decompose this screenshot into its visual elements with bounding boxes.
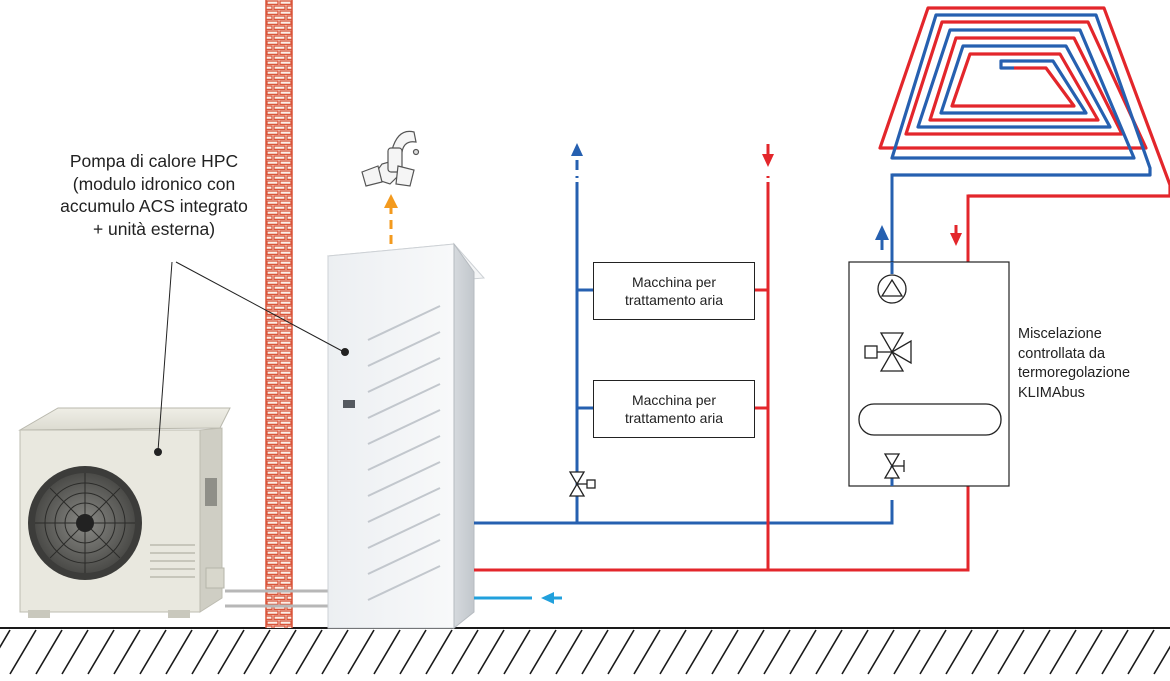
heat-pump-label-line: + unità esterna) bbox=[92, 218, 216, 239]
mixing-control-label-line: controllata da bbox=[1018, 345, 1106, 362]
faucet-icon bbox=[361, 130, 420, 187]
indoor-hydronic-module bbox=[326, 242, 486, 630]
mixing-control-label-line: Miscelazione bbox=[1018, 326, 1102, 342]
brick-wall bbox=[265, 0, 293, 628]
hot-return-arrow bbox=[762, 144, 962, 246]
mixing-control-label: Miscelazione controllata da termoregolaz… bbox=[1018, 325, 1168, 403]
mixing-station bbox=[848, 261, 1010, 487]
pump-icon bbox=[877, 274, 907, 304]
shutoff-valve-icon bbox=[883, 453, 905, 479]
refrigerant-pipes bbox=[225, 589, 335, 608]
mixing-control-label-line: termoregolazione bbox=[1018, 365, 1131, 381]
heat-pump-label: Pompa di calore HPC (modulo idronico con… bbox=[36, 150, 272, 240]
outdoor-unit bbox=[18, 407, 231, 618]
shutoff-valve-icon bbox=[568, 471, 596, 497]
hpc-leader-lines bbox=[154, 261, 349, 456]
heat-pump-label-line: Pompa di calore HPC bbox=[69, 151, 239, 171]
three-way-valve-icon bbox=[864, 332, 912, 372]
cold-water-inlet bbox=[474, 592, 562, 604]
air-handling-unit-label: Macchina per bbox=[631, 392, 717, 408]
air-handling-unit-label: trattamento aria bbox=[624, 292, 724, 308]
air-handling-unit-label: Macchina per bbox=[631, 274, 717, 290]
air-handling-unit-label: trattamento aria bbox=[624, 410, 724, 426]
dhw-outlet bbox=[384, 194, 398, 244]
air-handling-unit-1: Macchina per trattamento aria bbox=[593, 262, 755, 320]
mixing-control-label-line: KLIMAbus bbox=[1018, 384, 1085, 401]
buffer-tank bbox=[858, 403, 1002, 436]
cold-supply-arrow bbox=[571, 143, 889, 250]
ground bbox=[0, 627, 1170, 675]
floor-heating-coil bbox=[878, 6, 1170, 198]
heat-pump-label-line: accumulo ACS integrato bbox=[60, 196, 248, 216]
air-handling-unit-2: Macchina per trattamento aria bbox=[593, 380, 755, 438]
heat-pump-label-line: (modulo idronico con bbox=[72, 173, 236, 194]
